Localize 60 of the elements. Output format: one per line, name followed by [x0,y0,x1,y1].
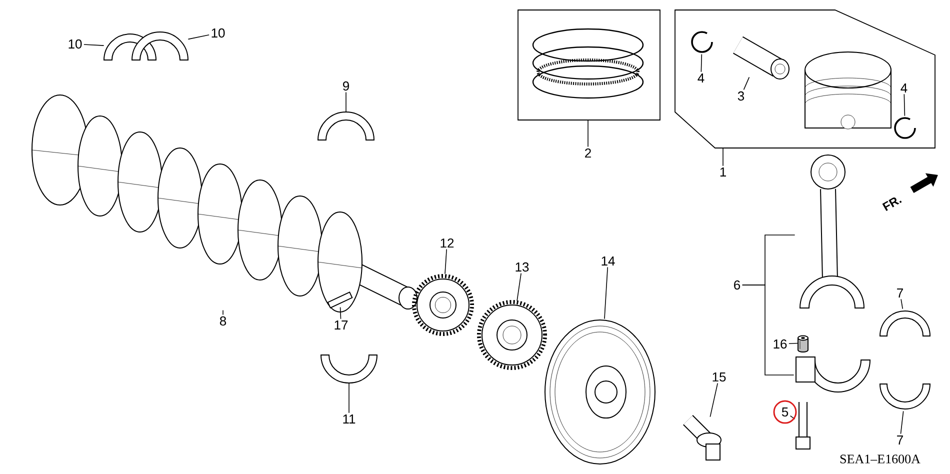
circlip-drawing [894,117,916,139]
callout-number: 1 [720,168,726,176]
leader-line [604,266,608,320]
rod-cap-drawing [796,356,870,392]
piston-ring-drawing [532,28,644,99]
leader-line [790,415,796,420]
callout-number: 5 [782,407,788,417]
callout-number: 7 [897,288,903,298]
bearing-shell-drawing [880,310,931,336]
group-frame [674,10,936,148]
leader-line [700,54,702,72]
connecting-rod-drawing [800,154,864,308]
group-frame [518,10,660,120]
dowel-pin-drawing [798,335,808,352]
leader-line [340,306,342,320]
callout-number: 14 [602,256,615,266]
thrust-washer-drawing [132,32,188,60]
gear-drawing [412,274,474,336]
callout-number: 16 [774,339,787,349]
callout-number: 11 [343,414,356,424]
crankshaft-drawing [32,94,418,312]
callout-number: 9 [343,81,349,91]
callout-number: 2 [585,148,591,158]
piston-pin-drawing [733,36,790,80]
circlip-drawing [691,31,713,53]
drawing-code: SEA1–E1600A [840,454,920,464]
callout-number: 12 [440,238,454,248]
callout-number: 7 [897,436,903,444]
leader-line [84,44,104,46]
pulley-drawing [544,320,656,464]
leader-line [444,248,447,274]
leader-line [904,94,906,116]
callout-number: 17 [334,320,348,330]
bolt-drawing [683,415,722,460]
pulse-plate-drawing [477,300,547,370]
callout-number: 10 [212,28,225,38]
callout-number: 3 [738,91,744,101]
leader-line [743,76,750,90]
callout-number: 4 [698,74,704,82]
callout-number: 6 [734,280,740,290]
leader-line [710,382,718,418]
callout-number: 15 [712,372,726,382]
leader-line [742,284,794,376]
leader-line [188,34,210,40]
leader-line [722,148,724,166]
leader-line [788,342,798,344]
bearing-shell-drawing [320,354,378,384]
direction-label: FR. [882,198,902,212]
callout-number: 10 [68,39,82,49]
leader-line [348,382,350,414]
bearing-shell-drawing [880,384,931,410]
leader-line [516,272,522,302]
leader-line [900,410,904,434]
callout-number: 8 [220,316,226,326]
leader-line [900,298,904,310]
bolt-drawing [796,402,810,450]
callout-number: 13 [516,262,529,272]
callout-number: 4 [900,84,908,92]
piston-drawing [804,52,892,130]
leader-line [222,310,224,316]
